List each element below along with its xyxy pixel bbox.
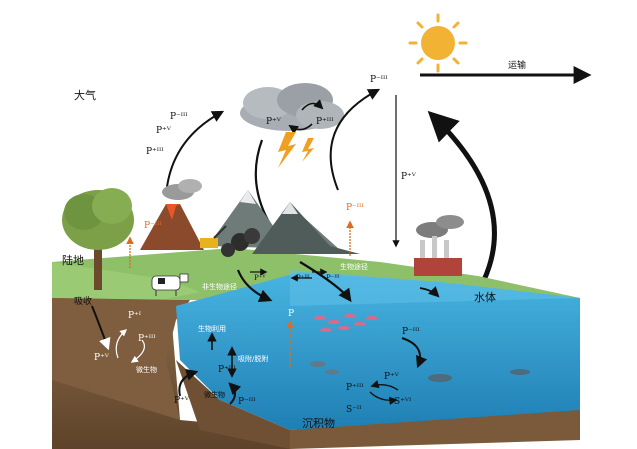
species-label: P⁺ᴵᴵᴵ bbox=[218, 365, 236, 375]
species-label: P⁺ⱽ bbox=[266, 117, 281, 127]
species-label: S⁺ⱽᴵ bbox=[394, 397, 412, 407]
water-body bbox=[176, 272, 580, 430]
atmosphere-label: 大气 bbox=[74, 89, 96, 102]
lightning-icon bbox=[278, 132, 296, 168]
microbe-label: 微生物 bbox=[136, 366, 157, 374]
biotic-pathway-label: 生物途径 bbox=[340, 263, 368, 271]
species-label: P⁺ᴵᴵᴵ bbox=[138, 334, 156, 344]
cow-icon bbox=[151, 273, 189, 296]
species-label: P⁺ⱽ bbox=[401, 172, 416, 182]
sediment-layer bbox=[290, 410, 580, 449]
species-label: P⁺ᴵᴵᴵ bbox=[146, 147, 164, 157]
species-label: P⁻ᴵᴵᴵ bbox=[370, 75, 388, 85]
species-label: P⁻ᴵᴵᴵ bbox=[346, 203, 364, 213]
adsorption-label: 吸附/脱附 bbox=[238, 355, 269, 363]
species-label: P⁺ⱽ bbox=[254, 274, 266, 282]
species-label: S⁻ᴵᴵ bbox=[346, 405, 362, 415]
tree-icon bbox=[62, 188, 134, 290]
fish-school-icon bbox=[314, 314, 378, 332]
species-label: P bbox=[288, 309, 295, 319]
volcano-icon bbox=[140, 179, 204, 250]
abiotic-pathway-label: 非生物途径 bbox=[202, 283, 237, 291]
sun-icon bbox=[408, 13, 468, 73]
species-label: P⁻ᴵᴵᴵ bbox=[402, 327, 420, 337]
species-label: P⁺ⱽ bbox=[174, 396, 189, 406]
species-label: P⁺ⱽ bbox=[156, 126, 171, 136]
species-label: P⁻ᴵᴵᴵ bbox=[238, 397, 256, 407]
species-label: P⁺ⱽ bbox=[94, 353, 109, 363]
species-label: P⁺ᴵᴵᴵ bbox=[346, 383, 364, 393]
lightning-icon bbox=[302, 138, 314, 162]
species-label: P⁺ᴵᴵᴵ bbox=[316, 117, 334, 127]
species-label: P⁺ᴵᴵᴵ bbox=[296, 274, 310, 282]
species-label: P⁻ᴵᴵᴵ bbox=[144, 221, 162, 231]
species-label: P⁺ᴵ bbox=[128, 311, 142, 321]
species-label: P⁻ᴵᴵᴵ bbox=[326, 274, 340, 282]
species-label: P⁺ⱽ bbox=[384, 372, 399, 382]
sediment-label: 沉积物 bbox=[302, 417, 335, 430]
mining-icon bbox=[200, 225, 260, 257]
factory-icon bbox=[414, 215, 464, 276]
species-label: P⁻ᴵᴵᴵ bbox=[170, 112, 188, 122]
land-label: 陆地 bbox=[62, 254, 84, 267]
uptake-label: 吸收 bbox=[74, 297, 93, 307]
water-label: 水体 bbox=[474, 291, 496, 304]
microbe-label: 微生物 bbox=[204, 391, 225, 399]
transport-label: 运输 bbox=[508, 61, 527, 71]
bio-utilization-label: 生物利用 bbox=[198, 325, 226, 333]
fish-icon bbox=[310, 361, 339, 375]
